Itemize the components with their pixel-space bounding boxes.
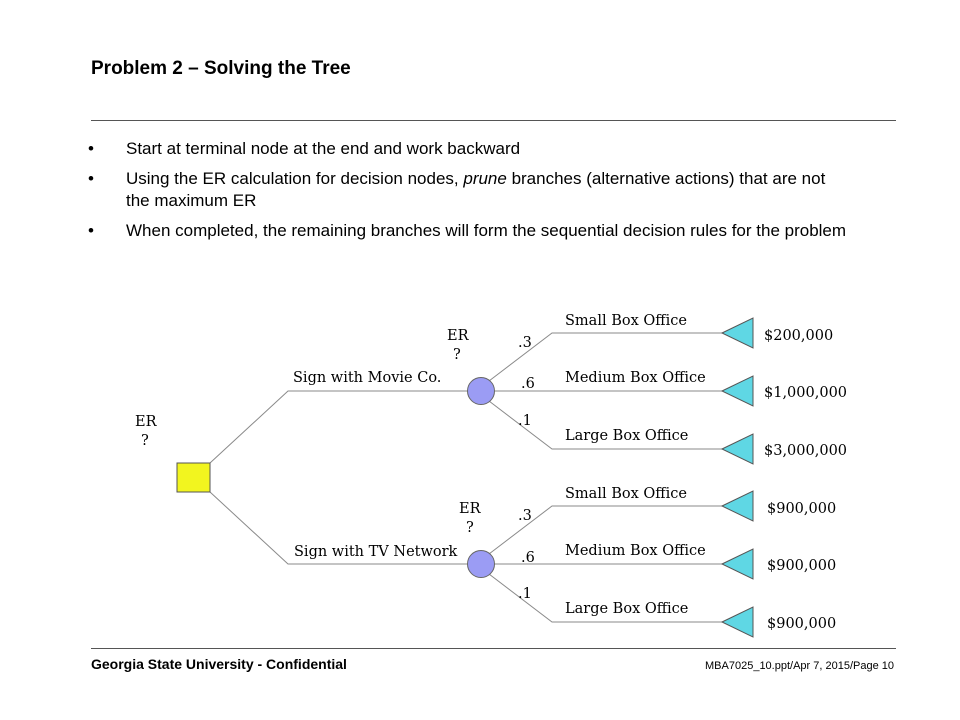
chance-node-movie xyxy=(467,377,495,405)
outcome-probability: .3 xyxy=(518,335,532,351)
tv-er-value: ? xyxy=(466,520,474,536)
bullet-list: • Start at terminal node at the end and … xyxy=(88,138,848,250)
outcome-label: Medium Box Office xyxy=(565,543,706,559)
bullet-item: • Start at terminal node at the end and … xyxy=(88,138,848,160)
slide-title: Problem 2 – Solving the Tree xyxy=(91,58,351,79)
footer-left: Georgia State University - Confidential xyxy=(91,656,347,672)
outcome-line xyxy=(488,332,722,382)
outcome-label: Large Box Office xyxy=(565,601,688,617)
outcome-label: Medium Box Office xyxy=(565,370,706,386)
bullet-item: • Using the ER calculation for decision … xyxy=(88,168,848,212)
outcome-line xyxy=(488,400,722,450)
outcome-probability: .1 xyxy=(518,413,532,429)
terminal-node xyxy=(720,375,754,407)
payoff-value: $900,000 xyxy=(767,501,836,517)
payoff-value: $200,000 xyxy=(764,328,833,344)
branch-line-tv xyxy=(209,491,468,565)
root-branch-lines xyxy=(209,390,468,565)
branch-label-movie: Sign with Movie Co. xyxy=(293,370,441,386)
outcome-label: Small Box Office xyxy=(565,486,687,502)
decision-node xyxy=(176,462,211,493)
branch-line-movie xyxy=(209,390,468,464)
footer-divider xyxy=(91,648,896,649)
terminal-node xyxy=(720,317,754,349)
outcome-probability: .6 xyxy=(521,376,535,392)
outcome-line xyxy=(488,573,722,623)
terminal-node xyxy=(720,548,754,580)
outcome-line xyxy=(488,505,722,555)
title-divider xyxy=(91,120,896,121)
branch-label-tv: Sign with TV Network xyxy=(294,544,458,560)
bullet-emphasis: prune xyxy=(463,169,507,188)
chance-node-tv xyxy=(467,550,495,578)
bullet-text: Start at terminal node at the end and wo… xyxy=(126,139,521,158)
outcome-probability: .6 xyxy=(521,550,535,566)
outcome-probability: .1 xyxy=(518,586,532,602)
movie-er-label: ER xyxy=(447,328,470,344)
bullet-text-part: Using the ER calculation for decision no… xyxy=(126,169,464,188)
terminal-nodes xyxy=(720,317,754,638)
tv-er-label: ER xyxy=(459,501,482,517)
root-er-label: ER xyxy=(135,414,158,430)
terminal-node xyxy=(720,433,754,465)
payoff-value: $900,000 xyxy=(767,558,836,574)
payoff-value: $900,000 xyxy=(767,616,836,632)
bullet-text-part: branches (alternative actions) that are … xyxy=(126,169,826,210)
payoff-value: $1,000,000 xyxy=(764,385,847,401)
outcome-label: Small Box Office xyxy=(565,313,687,329)
bullet-marker: • xyxy=(88,221,94,240)
outcome-lines xyxy=(488,332,722,623)
bullet-item: • When completed, the remaining branches… xyxy=(88,220,848,242)
bullet-marker: • xyxy=(88,139,94,158)
payoff-value: $3,000,000 xyxy=(764,443,847,459)
bullet-marker: • xyxy=(88,169,94,188)
root-er-value: ? xyxy=(141,433,149,449)
outcome-label: Large Box Office xyxy=(565,428,688,444)
outcome-probability: .3 xyxy=(518,508,532,524)
bullet-text: When completed, the remaining branches w… xyxy=(126,221,847,240)
footer-page-info: MBA7025_10.ppt/Apr 7, 2015/Page 10 xyxy=(705,660,894,672)
terminal-node xyxy=(720,490,754,522)
terminal-node xyxy=(720,606,754,638)
movie-er-value: ? xyxy=(453,347,461,363)
